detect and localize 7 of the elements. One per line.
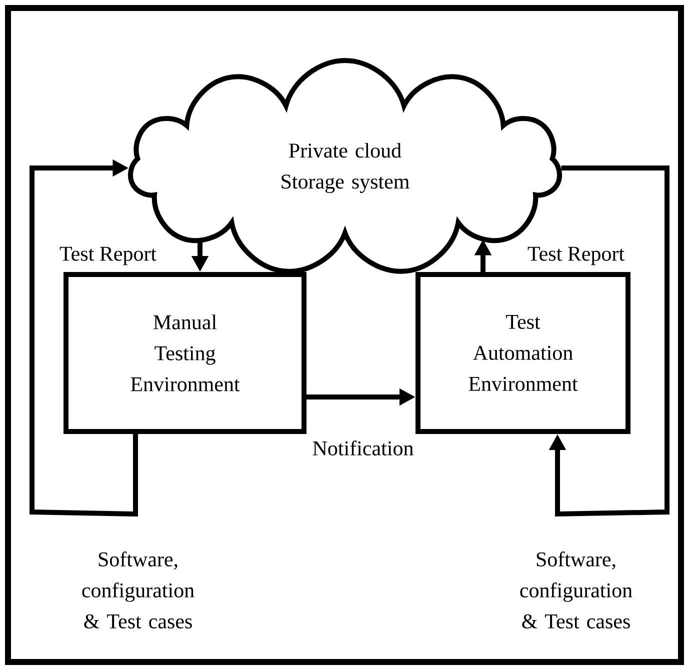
arrow [30, 159, 138, 517]
process-box: Test Automation Environment [416, 272, 630, 434]
edge-label: Notification [311, 440, 415, 456]
arrow [548, 166, 670, 517]
note-text: Software, configuration & Test cases [520, 552, 632, 628]
process-box: Manual Testing Environment [64, 272, 306, 434]
note-text: Software, configuration & Test cases [82, 552, 194, 628]
